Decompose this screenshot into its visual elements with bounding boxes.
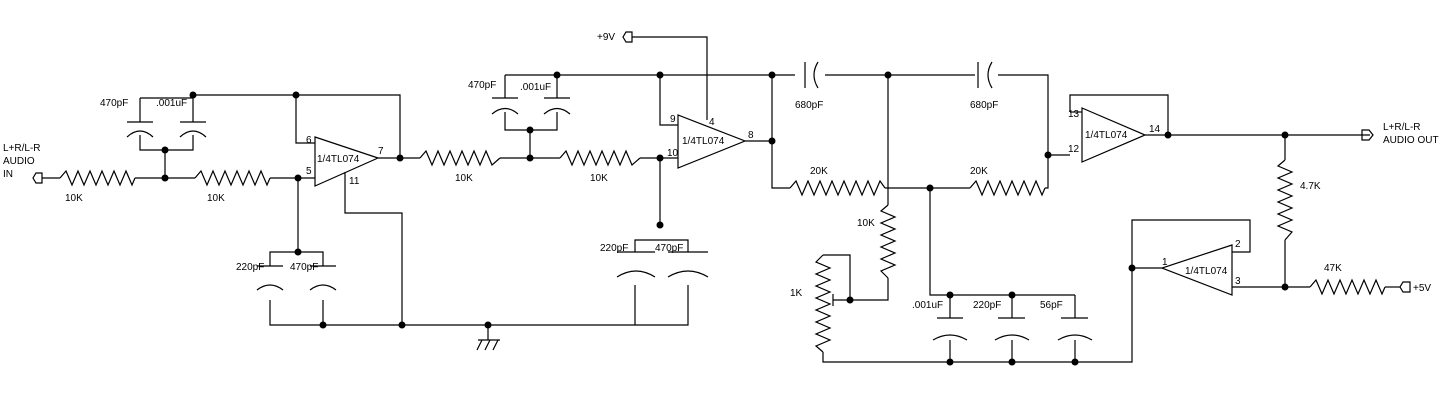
opamp-u2-pin-non: 10 — [667, 148, 679, 159]
opamp-u4-pin-non: 3 — [1235, 276, 1241, 287]
opamp-u2: 1/4TL074 9 10 8 4 — [667, 114, 754, 169]
terminal-labels: L+R/L-R AUDIO IN +9V L+R/L-R AUDIO OUT +… — [3, 32, 1439, 294]
opamp-u2-pin-out: 8 — [748, 130, 754, 141]
resistor-symbols — [59, 149, 1386, 353]
resistor-r-47-label: 4.7K — [1300, 181, 1321, 192]
resistor-r-s2a-label: 10K — [455, 173, 473, 184]
opamp-u1: 1/4TL074 6 5 7 11 — [306, 135, 384, 187]
opamp-u4-label: 1/4TL074 — [1185, 266, 1228, 277]
cap-c-b2-label: 680pF — [970, 100, 998, 111]
capacitor-symbols — [126, 61, 1093, 341]
resistor-r-s2a — [419, 149, 501, 167]
opamp-u4-pin-out: 1 — [1162, 257, 1168, 268]
cap-c-b1 — [804, 61, 819, 89]
opamp-u3-pin-non: 12 — [1068, 144, 1080, 155]
cap-c2d-label: 470pF — [655, 243, 683, 254]
cap-c2a — [491, 97, 519, 115]
output-connector — [1361, 129, 1374, 141]
input-label-line1: L+R/L-R — [3, 143, 41, 154]
cap-c1c-label: 220pF — [236, 262, 264, 273]
cap-c-b1-label: 680pF — [795, 100, 823, 111]
output-label-line1: L+R/L-R — [1383, 122, 1421, 133]
resistor-r-v — [879, 204, 897, 279]
resistor-r-in — [59, 169, 136, 187]
cap-c2b-label: .001uF — [520, 82, 551, 93]
opamp-u3-label: 1/4TL074 — [1085, 130, 1128, 141]
resistor-r-b1-label: 20K — [810, 166, 828, 177]
pot-label: 1K — [790, 288, 803, 299]
input-label-line3: IN — [3, 169, 13, 180]
cap-c2c — [616, 251, 656, 278]
supply-5v-label: +5V — [1413, 283, 1431, 294]
capacitor-labels: 470pF .001uF 220pF 470pF 470pF .001uF 22… — [100, 80, 1063, 311]
cap-c-e1 — [932, 334, 968, 341]
cap-c-e3-label: 56pF — [1040, 300, 1063, 311]
opamp-u1-pin-inv: 6 — [306, 135, 312, 146]
resistor-r-b2-label: 20K — [970, 166, 988, 177]
opamp-u4: 1/4TL074 2 3 1 — [1160, 239, 1241, 296]
supply-5v-connector — [1399, 281, 1411, 293]
cap-c-e3 — [1057, 334, 1093, 341]
resistor-r-in-label: 10K — [65, 193, 83, 204]
cap-c1d — [309, 265, 337, 291]
output-label-line2: AUDIO OUT — [1383, 135, 1439, 146]
resistor-r-v-label: 10K — [857, 218, 875, 229]
input-connector — [32, 172, 43, 184]
supply-9v-connector — [622, 31, 633, 43]
resistor-r-47k — [1309, 278, 1386, 296]
wires — [42, 36, 1400, 363]
resistor-r-b2 — [969, 179, 1046, 197]
opamp-u1-pin-neg: 11 — [349, 176, 360, 187]
opamp-u1-label: 1/4TL074 — [317, 154, 360, 165]
opamp-u2-label: 1/4TL074 — [682, 136, 725, 147]
opamp-u2-pin-pos: 4 — [709, 117, 715, 128]
opamp-u2-pin-inv: 9 — [670, 114, 676, 125]
cap-c-e2-label: 220pF — [973, 300, 1001, 311]
opamp-u1-pin-out: 7 — [378, 146, 384, 157]
opamp-u1-pin-non: 5 — [306, 166, 312, 177]
cap-c1d-label: 470pF — [290, 262, 318, 273]
cap-c1c — [256, 265, 284, 291]
cap-c1b — [179, 121, 207, 138]
supply-9v-label: +9V — [597, 32, 615, 43]
input-label-line2: AUDIO — [3, 156, 35, 167]
cap-c1a — [126, 121, 154, 138]
opamp-u4-pin-inv: 2 — [1235, 239, 1241, 250]
opamp-u3-pin-inv: 13 — [1068, 109, 1080, 120]
resistor-labels: 10K 10K 10K 10K 20K 20K 10K 1K 4.7K 47K — [65, 166, 1342, 299]
cap-c2a-label: 470pF — [468, 80, 496, 91]
cap-c1b-label: .001uF — [156, 98, 187, 109]
cap-c2c-label: 220pF — [600, 243, 628, 254]
opamp-u3: 1/4TL074 13 12 14 — [1068, 107, 1161, 163]
cap-c2b — [543, 97, 571, 115]
resistor-r-b1 — [789, 179, 886, 197]
resistor-r-47k-label: 47K — [1324, 263, 1342, 274]
cap-c1a-label: 470pF — [100, 98, 128, 109]
cap-c2d — [667, 251, 709, 278]
opamp-u3-pin-out: 14 — [1149, 124, 1161, 135]
resistor-r-47 — [1276, 159, 1294, 241]
junction-dots — [161, 71, 1289, 366]
resistor-r-s1 — [194, 169, 271, 187]
resistor-r-s2b — [559, 149, 641, 167]
cap-c-e1-label: .001uF — [912, 300, 943, 311]
cap-c-b2 — [977, 61, 993, 89]
resistor-r-s1-label: 10K — [207, 193, 225, 204]
resistor-r-s2b-label: 10K — [590, 173, 608, 184]
cap-c-e2 — [994, 334, 1030, 341]
pot-body — [814, 254, 832, 353]
